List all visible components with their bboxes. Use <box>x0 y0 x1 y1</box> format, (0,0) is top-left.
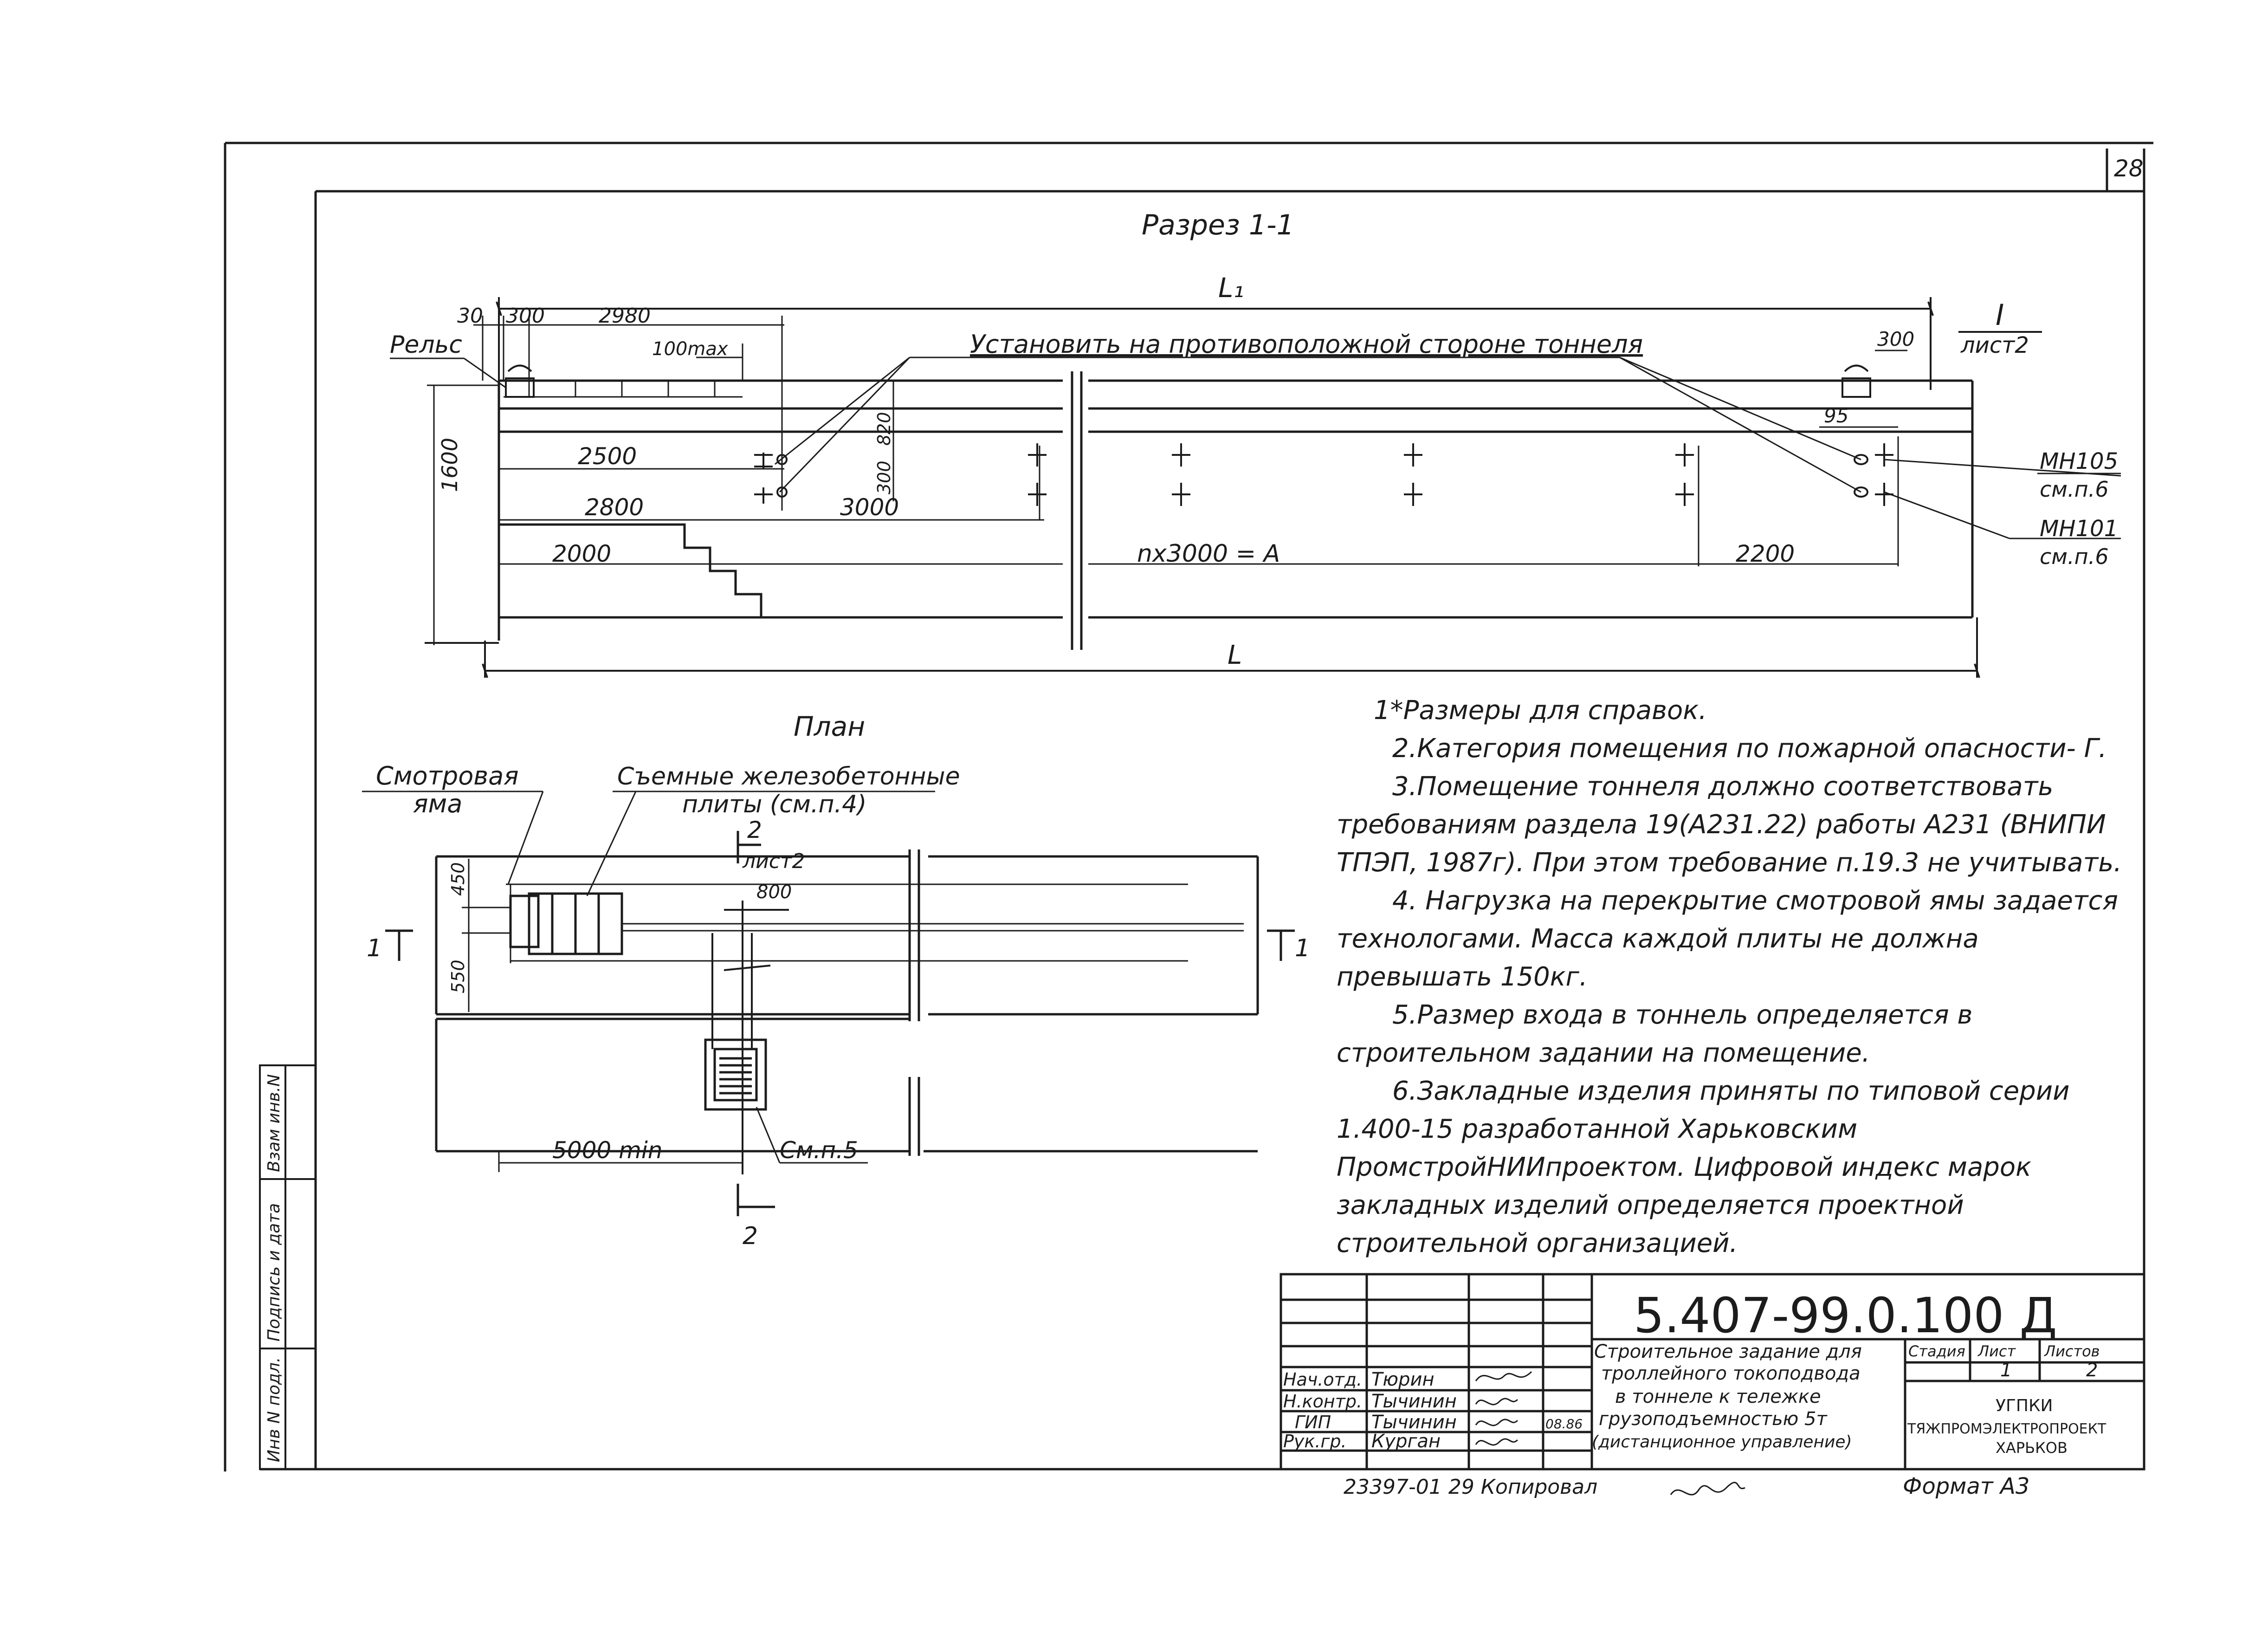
note-2: 2.Категория помещения по пожарной опасно… <box>1392 733 2107 764</box>
dim-300: 300 <box>506 304 545 328</box>
sheets-header: Листов <box>2044 1342 2100 1360</box>
dim-100max: 100max <box>652 338 728 360</box>
stamp-sign-date: Подпись и дата <box>265 1203 284 1342</box>
org-line-2: ТЯЖПРОМЭЛЕКТРОПРОЕКТ <box>1907 1421 2106 1437</box>
note-1: 1*Размеры для справок. <box>1374 695 1707 726</box>
slabs-label-2: плиты (см.п.4) <box>682 791 866 818</box>
dim-5000min: 5000 min <box>552 1137 662 1164</box>
dim-1600: 1600 <box>437 438 462 492</box>
desc-line-2: троллейного токоподвода <box>1601 1363 1861 1384</box>
dim-300-v: 300 <box>874 460 894 494</box>
rail-label: Рельс <box>390 331 462 359</box>
sheet-frame <box>224 142 2153 1471</box>
sheet-header: Лист <box>1977 1342 2016 1360</box>
note-4: 4. Нагрузка на перекрытие смотровой ямы … <box>1337 886 2118 992</box>
plan-view: План Смотровая яма Съемные железобетонны… <box>362 711 1310 1250</box>
embed-MN105: МН105 <box>2040 448 2118 474</box>
sheet-number: 28 <box>2114 155 2144 182</box>
general-notes: 1*Размеры для справок. 2.Категория помещ… <box>1337 692 2135 1263</box>
label-L1: L₁ <box>1218 272 1244 304</box>
section-title: Разрез 1-1 <box>1142 209 1294 241</box>
install-note: Установить на противоположной стороне то… <box>970 330 1643 359</box>
detail-I-sheet: лист2 <box>1960 332 2029 358</box>
tunnel-plan-outline <box>435 849 1259 1156</box>
section-2-top: 2 <box>747 817 762 843</box>
org-line-1: УГПКИ <box>1996 1396 2053 1415</box>
section-2-top-sheet: лист2 <box>742 849 805 873</box>
stair-pit <box>704 1038 767 1111</box>
dim-800: 800 <box>756 882 792 903</box>
embed-MN101: МН101 <box>2040 516 2118 542</box>
note-5: 5.Размер входа в тоннель определяется в … <box>1337 1000 1973 1068</box>
section-1-1: Разрез 1-1 L₁ 30 300 2980 100max Рельс У… <box>390 209 2121 678</box>
dim-450: 450 <box>448 862 468 896</box>
title-block <box>1279 1273 2145 1471</box>
desc-line-5: (дистанционное управление) <box>1592 1433 1852 1452</box>
desc-line-1: Строительное задание для <box>1594 1341 1862 1362</box>
dim-550: 550 <box>448 959 468 993</box>
stamp-replace-inv: Взам инв.N <box>265 1074 284 1172</box>
copied-by: 23397-01 29 Копировал <box>1344 1475 1597 1499</box>
org-line-3: ХАРЬКОВ <box>1996 1439 2068 1457</box>
see-p5: См.п.5 <box>780 1137 858 1164</box>
document-code: 5.407-99.0.100 Д <box>1634 1287 2057 1344</box>
plan-title: План <box>794 711 865 742</box>
sheets-value: 2 <box>2086 1360 2098 1381</box>
inspection-pit-slabs <box>509 892 623 955</box>
dim-820: 820 <box>874 412 894 446</box>
desc-line-4: грузоподъемностью 5т <box>1599 1408 1828 1430</box>
dim-nx3000: nx3000 = A <box>1137 540 1280 568</box>
dim-2980: 2980 <box>599 304 651 328</box>
dim-2200: 2200 <box>1736 540 1795 567</box>
paper-format: Формат А3 <box>1903 1473 2029 1499</box>
role-1: Нач.отд. <box>1283 1369 1362 1390</box>
section-1-right: 1 <box>1295 934 1310 962</box>
rail-right <box>1842 364 1871 398</box>
pit-label-1: Смотровая <box>376 761 519 791</box>
dim-95: 95 <box>1824 404 1848 427</box>
name-1: Тюрин <box>1371 1369 1434 1390</box>
role-3: ГИП <box>1295 1412 1331 1433</box>
dim-2000: 2000 <box>552 540 611 567</box>
detail-I: I <box>1996 298 2004 332</box>
name-3: Тычинин <box>1371 1412 1457 1433</box>
section-1-left: 1 <box>367 934 382 962</box>
slabs-label-1: Съемные железобетонные <box>617 763 960 791</box>
dim-3000: 3000 <box>840 494 899 521</box>
dim-2800: 2800 <box>585 494 644 521</box>
embed-MN105-ref: см.п.6 <box>2040 477 2109 502</box>
tunnel-section-outline <box>498 371 1974 650</box>
sheet-value: 1 <box>2000 1360 2012 1381</box>
dim-300-right: 300 <box>1877 328 1914 350</box>
label-L: L <box>1228 640 1242 670</box>
role-2: Н.контр. <box>1283 1391 1362 1412</box>
dim-30: 30 <box>457 304 483 328</box>
name-2: Тычинин <box>1371 1391 1457 1412</box>
note-6: 6.Закладные изделия приняты по типовой с… <box>1337 1076 2070 1258</box>
embedded-items <box>754 443 1893 506</box>
name-4: Курган <box>1371 1431 1441 1452</box>
pit-label-2: яма <box>413 789 462 818</box>
role-4: Рук.гр. <box>1283 1431 1347 1452</box>
dim-2500: 2500 <box>578 443 637 470</box>
desc-line-3: в тоннеле к тележке <box>1615 1386 1821 1407</box>
side-stamp <box>259 1064 317 1470</box>
note-3: 3.Помещение тоннеля должно соответствова… <box>1337 771 2122 878</box>
date-3: 08.86 <box>1545 1416 1583 1432</box>
section-2-bottom: 2 <box>743 1222 758 1250</box>
embed-MN101-ref: см.п.6 <box>2040 544 2109 569</box>
stamp-inv-orig: Инв N подл. <box>265 1357 284 1462</box>
signatures <box>1475 1371 1745 1496</box>
stage-header: Стадия <box>1908 1342 1965 1360</box>
